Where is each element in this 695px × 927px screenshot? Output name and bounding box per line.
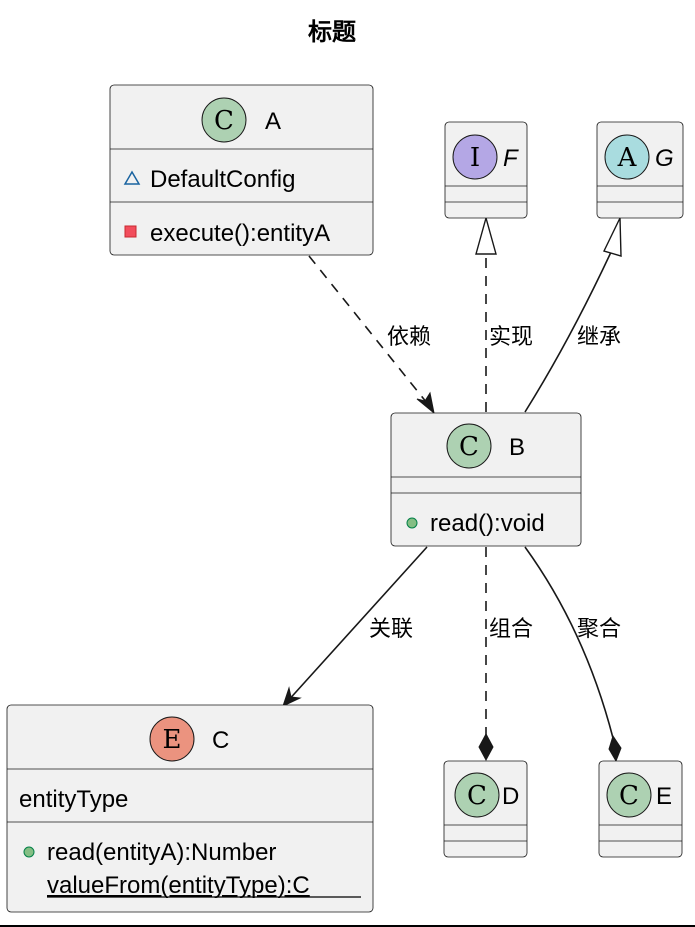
class-stereotype-icon xyxy=(201,97,247,143)
class-name: F xyxy=(503,145,519,172)
method: execute():entityA xyxy=(150,220,330,247)
relation-inheritance: 继承 xyxy=(524,217,622,413)
diagram-title: 标题 xyxy=(308,18,356,46)
relation-label-aggregation: 聚合 xyxy=(577,617,621,642)
relation-label-inheritance: 继承 xyxy=(577,325,621,350)
class-B[interactable]: C B read():void xyxy=(390,412,582,547)
interface-F[interactable]: I F xyxy=(444,121,528,219)
abstract-stereotype-icon xyxy=(604,134,650,180)
relation-label-dependency: 依赖 xyxy=(387,325,431,350)
stereotype-letter: C xyxy=(459,432,479,462)
dependency-line xyxy=(308,255,432,409)
open-arrow-icon xyxy=(282,686,302,707)
public-visibility-icon xyxy=(406,517,418,529)
field: DefaultConfig xyxy=(150,166,295,193)
relation-association: 关联 xyxy=(282,546,428,707)
stereotype-letter: A xyxy=(617,143,638,173)
hollow-triangle-icon xyxy=(475,215,497,255)
class-name: C xyxy=(212,727,229,754)
open-arrow-icon xyxy=(416,391,435,415)
class-stereotype-icon xyxy=(446,423,492,469)
stereotype-letter: C xyxy=(214,106,234,136)
hollow-triangle-icon xyxy=(603,217,622,257)
relation-label-realization: 实现 xyxy=(489,325,533,350)
stereotype-letter: C xyxy=(619,781,639,811)
public-visibility-icon xyxy=(23,846,35,858)
class-stereotype-icon xyxy=(454,772,500,818)
method: read(entityA):Number xyxy=(47,839,276,866)
enum-C[interactable]: E C entityType read(entityA):Number valu… xyxy=(6,704,374,913)
filled-diamond-icon xyxy=(478,732,494,762)
interface-stereotype-icon xyxy=(452,134,498,180)
class-name: D xyxy=(502,783,519,810)
class-D[interactable]: C D xyxy=(443,760,528,858)
method: read():void xyxy=(430,510,545,537)
package-visibility-icon xyxy=(123,170,141,185)
class-name: E xyxy=(656,783,672,810)
relation-dependency: 依赖 xyxy=(308,255,435,415)
class-name: G xyxy=(655,145,674,172)
relation-label-association: 关联 xyxy=(369,617,413,642)
relation-aggregation: 聚合 xyxy=(524,546,622,763)
inheritance-line xyxy=(524,249,613,413)
aggregation-line xyxy=(524,546,614,739)
relation-composition: 组合 xyxy=(478,547,533,762)
class-name: A xyxy=(265,108,281,135)
enum-constant: entityType xyxy=(19,786,128,813)
stereotype-letter: I xyxy=(470,143,480,173)
association-line xyxy=(285,546,428,704)
class-E[interactable]: C E xyxy=(598,760,683,858)
relation-label-composition: 组合 xyxy=(489,617,533,642)
private-visibility-icon xyxy=(124,225,137,238)
relation-realization: 实现 xyxy=(475,215,533,412)
class-stereotype-icon xyxy=(606,772,652,818)
class-A[interactable]: C A DefaultConfig execute():entityA xyxy=(109,84,374,256)
class-name: B xyxy=(509,434,525,461)
class-box xyxy=(390,412,582,547)
filled-diamond-icon xyxy=(608,734,622,763)
stereotype-letter: E xyxy=(163,725,182,755)
class-box xyxy=(6,704,374,913)
abstract-class-G[interactable]: A G xyxy=(596,121,684,219)
static-method: valueFrom(entityType):C xyxy=(47,872,310,899)
class-box xyxy=(109,84,374,256)
enum-stereotype-icon xyxy=(149,716,195,762)
stereotype-letter: C xyxy=(467,781,487,811)
